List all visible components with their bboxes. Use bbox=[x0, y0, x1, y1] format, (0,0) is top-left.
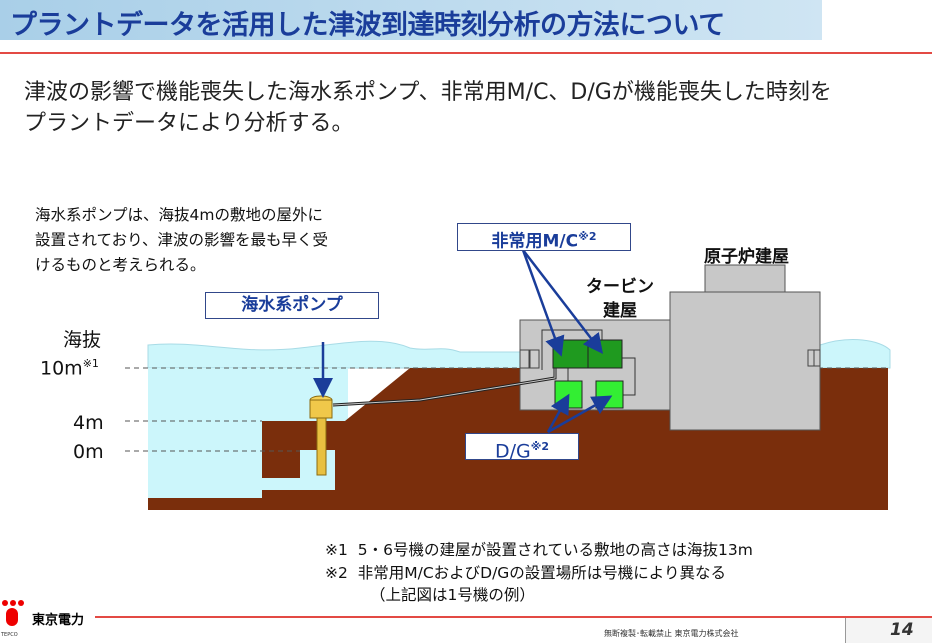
pump-label-box: 海水系ポンプ bbox=[205, 292, 379, 319]
description-line-3: けるものと考えられる。 bbox=[35, 256, 206, 274]
page-number-box bbox=[845, 618, 932, 643]
level-10m-sup: ※1 bbox=[82, 357, 99, 370]
door-icon bbox=[807, 349, 815, 367]
intake-channel bbox=[262, 478, 312, 490]
note-text: 非常用M/CおよびD/Gの設置場所は号機により異なる bbox=[357, 564, 726, 582]
copyright: 無断複製･転載禁止 東京電力株式会社 bbox=[604, 629, 739, 638]
door-icon bbox=[813, 349, 821, 367]
title-divider bbox=[0, 52, 932, 54]
description-line-2: 設置されており、津波の影響を最も早く受 bbox=[35, 231, 328, 249]
company-name: 東京電力 bbox=[32, 613, 85, 628]
tsunami-wave-right bbox=[819, 339, 891, 369]
mc-label: 非常用M/C bbox=[491, 231, 579, 252]
reactor-building bbox=[669, 291, 821, 431]
lead-line-2: プラントデータにより分析する。 bbox=[24, 111, 354, 136]
mc-arrow bbox=[522, 249, 604, 354]
note-mark: ※2 bbox=[325, 564, 348, 582]
elevation-title: 海抜 bbox=[63, 329, 102, 351]
logo-text: TEPCO bbox=[1, 632, 18, 638]
description-line-1: 海水系ポンプは、海抜4mの敷地の屋外に bbox=[35, 206, 323, 224]
tsunami-wave bbox=[147, 340, 521, 369]
mc-sup: ※2 bbox=[578, 230, 597, 243]
reactor-tower bbox=[704, 264, 786, 296]
dg-label-box: D/G※2 bbox=[465, 433, 579, 463]
dg-unit bbox=[554, 380, 583, 409]
mc-label-box: 非常用M/C※2 bbox=[457, 223, 631, 252]
mc-arrow bbox=[521, 249, 565, 357]
door-icon bbox=[529, 349, 540, 369]
level-10m-text: 10m bbox=[40, 357, 83, 380]
tepco-logo-icon bbox=[2, 600, 24, 630]
level-10m: 10m※1 bbox=[40, 357, 99, 379]
turbine-label-1: タービン bbox=[586, 277, 654, 297]
lead-line-1: 津波の影響で機能喪失した海水系ポンプ、非常用M/C、D/Gが機能喪失した時刻を bbox=[24, 80, 832, 105]
note-text: （上記図は1号機の例） bbox=[370, 586, 535, 604]
door-icon bbox=[519, 349, 530, 369]
page-title: プラントデータを活用した津波到達時刻分析の方法について bbox=[10, 10, 725, 41]
pump-shaft bbox=[316, 409, 327, 476]
page-number: 14 bbox=[890, 620, 914, 640]
title-bar bbox=[0, 0, 822, 40]
dg-unit bbox=[595, 380, 624, 409]
dg-label: D/G bbox=[494, 440, 531, 463]
reactor-label: 原子炉建屋 bbox=[704, 247, 789, 267]
note-text: 5・6号機の建屋が設置されている敷地の高さは海抜13m bbox=[357, 541, 753, 559]
dg-arrow bbox=[546, 393, 570, 433]
footer-divider bbox=[95, 616, 932, 618]
dg-sup: ※2 bbox=[530, 440, 550, 453]
pump-label: 海水系ポンプ bbox=[241, 295, 343, 315]
level-0m: 0m bbox=[73, 441, 104, 463]
mc-unit bbox=[587, 339, 623, 369]
turbine-label-2: 建屋 bbox=[603, 301, 637, 321]
pump-body bbox=[309, 399, 333, 419]
level-4m: 4m bbox=[73, 412, 104, 434]
note-mark: ※1 bbox=[325, 541, 348, 559]
dg-arrow bbox=[547, 395, 613, 434]
